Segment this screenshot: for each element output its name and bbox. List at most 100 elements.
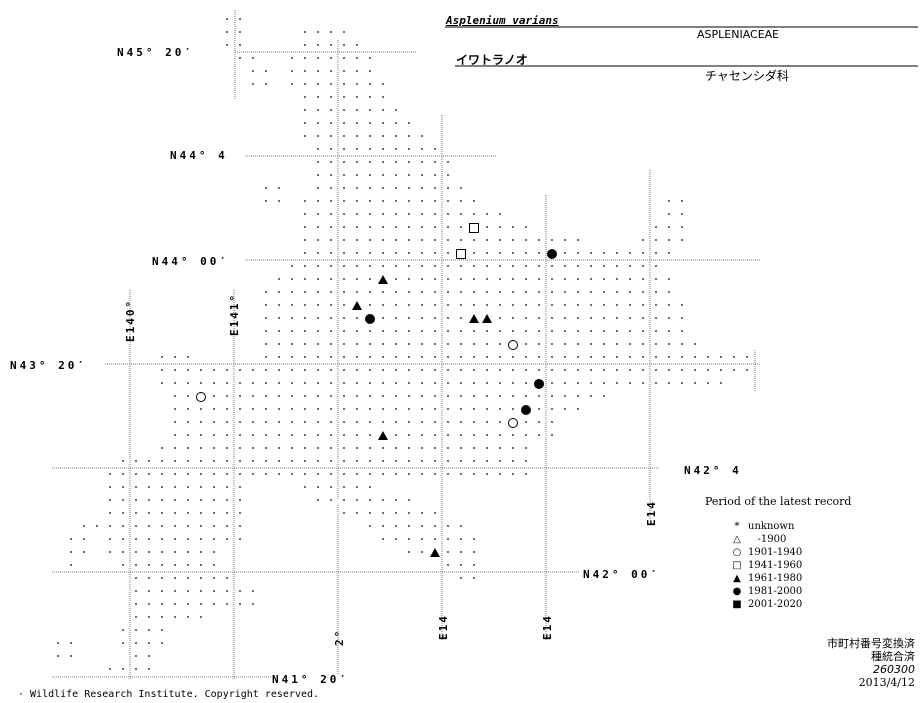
mesh-dot <box>369 343 371 345</box>
mesh-dot <box>603 304 605 306</box>
mesh-dot <box>356 226 358 228</box>
mesh-dot <box>577 356 579 358</box>
mesh-dot <box>395 382 397 384</box>
mesh-dot <box>356 512 358 514</box>
mesh-dot <box>629 265 631 267</box>
mesh-dot <box>655 382 657 384</box>
mesh-dot <box>369 278 371 280</box>
mesh-dot <box>213 369 215 371</box>
mesh-dot <box>317 239 319 241</box>
mesh-dot <box>187 512 189 514</box>
mesh-dot <box>291 434 293 436</box>
mesh-dot <box>291 369 293 371</box>
mesh-dot <box>395 213 397 215</box>
mesh-dot <box>343 226 345 228</box>
mesh-dot <box>213 538 215 540</box>
mesh-dot <box>486 252 488 254</box>
mesh-dot <box>330 291 332 293</box>
mesh-dot <box>655 343 657 345</box>
mesh-dot <box>265 395 267 397</box>
mesh-dot <box>291 265 293 267</box>
mesh-dot <box>486 343 488 345</box>
mesh-dot <box>369 330 371 332</box>
mesh-dot <box>538 356 540 358</box>
mesh-dot <box>382 83 384 85</box>
mesh-dot <box>122 473 124 475</box>
mesh-dot <box>161 447 163 449</box>
mesh-dot <box>187 473 189 475</box>
mesh-dot <box>395 538 397 540</box>
mesh-dot <box>512 226 514 228</box>
mesh-dot <box>161 577 163 579</box>
mesh-dot <box>317 148 319 150</box>
mesh-dot <box>148 655 150 657</box>
mesh-dot <box>174 447 176 449</box>
mesh-dot <box>343 369 345 371</box>
mesh-dot <box>382 304 384 306</box>
mesh-dot <box>278 304 280 306</box>
mesh-dot <box>447 395 449 397</box>
mesh-dot <box>382 343 384 345</box>
mesh-dot <box>486 434 488 436</box>
mesh-dot <box>369 161 371 163</box>
mesh-dot <box>252 447 254 449</box>
mesh-dot <box>174 408 176 410</box>
legend-title: Period of the latest record <box>705 495 852 508</box>
mesh-dot <box>135 655 137 657</box>
mesh-dot <box>356 213 358 215</box>
mesh-dot <box>330 369 332 371</box>
mesh-dot <box>330 174 332 176</box>
mesh-dot <box>187 369 189 371</box>
mesh-dot <box>187 408 189 410</box>
mesh-dot <box>239 18 241 20</box>
mesh-dot <box>369 434 371 436</box>
legend-item-2001-2020: ■2001-2020 <box>726 599 802 610</box>
mesh-dot <box>317 395 319 397</box>
mesh-dot <box>512 252 514 254</box>
mesh-dot <box>252 408 254 410</box>
mesh-dot <box>421 434 423 436</box>
mesh-dot <box>434 304 436 306</box>
mesh-dot <box>447 343 449 345</box>
mesh-dot <box>122 538 124 540</box>
mesh-dot <box>70 655 72 657</box>
mesh-dot <box>603 369 605 371</box>
mesh-dot <box>174 551 176 553</box>
mesh-dot <box>304 382 306 384</box>
mesh-dot <box>187 538 189 540</box>
mesh-dot <box>369 174 371 176</box>
mesh-dot <box>421 317 423 319</box>
mesh-dot <box>135 642 137 644</box>
mesh-dot <box>304 330 306 332</box>
mesh-dot <box>356 44 358 46</box>
mesh-dot <box>317 486 319 488</box>
mesh-dot <box>486 356 488 358</box>
lon-label-141: E141° <box>228 292 241 336</box>
mesh-dot <box>395 525 397 527</box>
mesh-dot <box>174 382 176 384</box>
mesh-dot <box>135 486 137 488</box>
mesh-dot <box>499 317 501 319</box>
mesh-dot <box>460 460 462 462</box>
mesh-dot <box>408 356 410 358</box>
mesh-dot <box>187 564 189 566</box>
mesh-dot <box>447 473 449 475</box>
mesh-dot <box>161 356 163 358</box>
mesh-dot <box>226 44 228 46</box>
mesh-dot <box>499 278 501 280</box>
mesh-dot <box>291 421 293 423</box>
mesh-dot <box>213 447 215 449</box>
mesh-dot <box>382 174 384 176</box>
mesh-dot <box>421 395 423 397</box>
mesh-dot <box>499 330 501 332</box>
mesh-dot <box>291 408 293 410</box>
mesh-dot <box>395 473 397 475</box>
mesh-dot <box>304 57 306 59</box>
mesh-dot <box>551 382 553 384</box>
mesh-dot <box>681 382 683 384</box>
mesh-dot <box>499 343 501 345</box>
mesh-dot <box>395 512 397 514</box>
mesh-dot <box>421 408 423 410</box>
mesh-dot <box>447 447 449 449</box>
mesh-dot <box>135 668 137 670</box>
